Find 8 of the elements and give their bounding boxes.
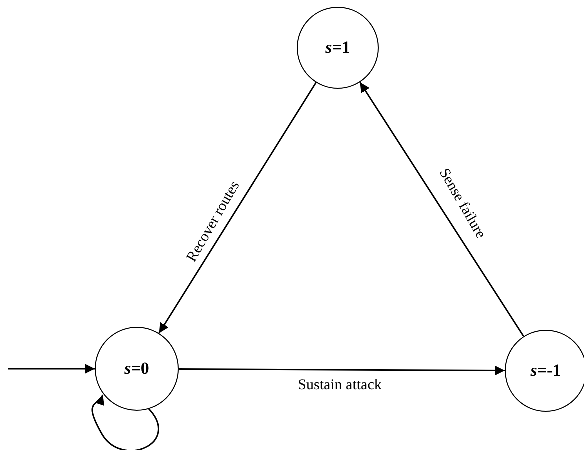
state-label: s=-1 [530,360,562,382]
state-label: s=1 [326,37,350,60]
state-label: s=0 [124,358,150,380]
arrow [92,394,160,450]
arrow [8,364,95,374]
arrow [360,82,524,337]
arrow [158,82,317,334]
arrow [179,366,505,376]
